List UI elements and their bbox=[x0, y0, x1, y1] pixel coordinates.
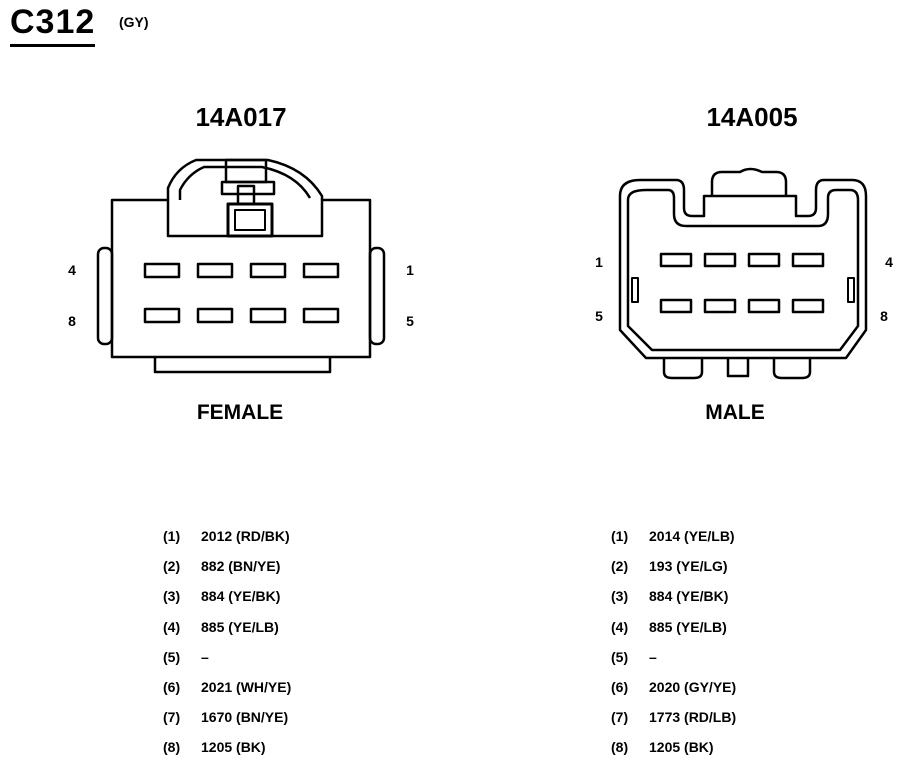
female-pin-label-top-left: 4 bbox=[68, 262, 76, 278]
male-gender-label: MALE bbox=[705, 401, 765, 424]
connector-id: C312 bbox=[10, 2, 96, 47]
connector-diagrams bbox=[96, 158, 868, 380]
list-item: (2)193 (YE/LG) bbox=[611, 558, 728, 575]
list-item: (1)2012 (RD/BK) bbox=[163, 528, 290, 544]
list-item: (3)884 (YE/BK) bbox=[611, 588, 729, 605]
male-connector-drawing bbox=[618, 167, 868, 380]
connector-color: (GY) bbox=[119, 14, 149, 30]
list-item: (4)885 (YE/LB) bbox=[163, 618, 279, 635]
female-gender-label: FEMALE bbox=[196, 401, 284, 424]
female-connector-drawing bbox=[96, 158, 386, 374]
female-pin-list: (1)2012 (RD/BK) (2)882 (BN/YE) (3)884 (Y… bbox=[163, 521, 291, 763]
list-item: (8)1205 (BK) bbox=[163, 739, 266, 756]
female-pin-label-bottom-left: 8 bbox=[68, 313, 76, 329]
female-pin-label-top-right: 1 bbox=[406, 262, 414, 278]
male-part-number: 14A005 bbox=[706, 102, 798, 132]
male-pin-label-bottom-left: 5 bbox=[595, 308, 603, 324]
list-item: (8)1205 (BK) bbox=[611, 739, 714, 756]
male-pin-label-top-left: 1 bbox=[595, 254, 603, 270]
list-item: (6)2021 (WH/YE) bbox=[163, 678, 292, 695]
male-pin-list: (1)2014 (YE/LB) (2)193 (YE/LG) (3)884 (Y… bbox=[611, 521, 736, 763]
list-item: (6)2020 (GY/YE) bbox=[611, 678, 737, 695]
list-item: (5)– bbox=[611, 648, 657, 665]
list-item: (3)884 (YE/BK) bbox=[163, 588, 281, 605]
list-item: (2)882 (BN/YE) bbox=[163, 558, 281, 575]
male-pin-label-top-right: 4 bbox=[885, 254, 893, 270]
list-item: (7)1670 (BN/YE) bbox=[163, 709, 289, 726]
list-item: (7)1773 (RD/LB) bbox=[611, 709, 737, 726]
list-item: (5)– bbox=[163, 648, 209, 665]
list-item: (1)2014 (YE/LB) bbox=[611, 528, 735, 544]
female-pin-label-bottom-right: 5 bbox=[406, 313, 414, 329]
list-item: (4)885 (YE/LB) bbox=[611, 618, 727, 635]
male-pin-label-bottom-right: 8 bbox=[880, 308, 888, 324]
female-part-number: 14A017 bbox=[195, 102, 287, 132]
